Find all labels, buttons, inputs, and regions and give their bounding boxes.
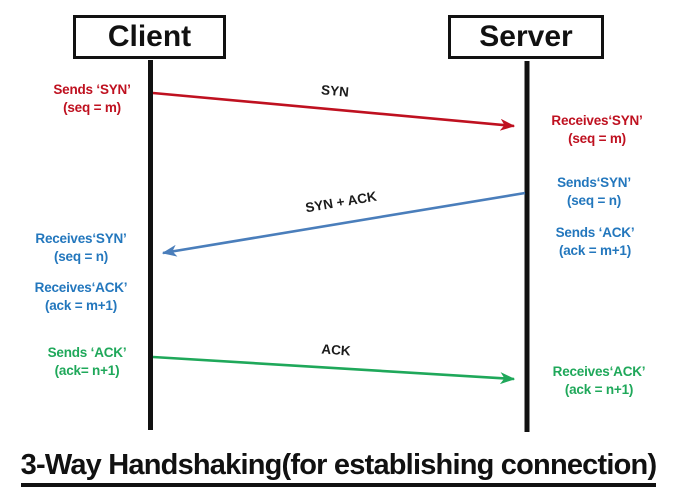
note-line: Receives‘ACK’: [34, 280, 128, 295]
server-receives-ack-note: Receives‘ACK’ (ack = n+1): [538, 363, 660, 398]
note-line: (seq = m): [63, 100, 121, 115]
server-actor-box: Server: [448, 15, 604, 59]
note-line: (seq = m): [568, 131, 626, 146]
syn-arrow-label: SYN: [320, 82, 350, 100]
note-line: Sends ‘ACK’: [555, 225, 635, 240]
note-line: Sends‘SYN’: [557, 175, 631, 190]
note-line: Sends ‘ACK’: [47, 345, 127, 360]
server-receives-syn-note: Receives‘SYN’ (seq = m): [536, 112, 658, 147]
client-actor-label: Client: [107, 20, 192, 53]
client-receives-syn-note: Receives‘SYN’ (seq = n): [22, 230, 140, 265]
note-line: Receives‘SYN’: [551, 113, 643, 128]
note-line: (ack = n+1): [564, 382, 634, 397]
server-actor-label: Server: [479, 20, 573, 53]
diagram-title-text: 3-Way Handshaking(for establishing conne…: [20, 449, 657, 487]
note-line: (seq = n): [53, 249, 109, 264]
ack-arrow-label: ACK: [320, 341, 352, 359]
note-line: (ack = m+1): [44, 298, 118, 313]
diagram-title: 3-Way Handshaking(for establishing conne…: [0, 449, 677, 487]
server-sends-syn-note: Sends‘SYN’ (seq = n): [538, 174, 650, 209]
syn-arrow: [152, 91, 516, 131]
server-sends-ack-note: Sends ‘ACK’ (ack = m+1): [535, 224, 655, 259]
client-receives-ack-note: Receives‘ACK’ (ack = m+1): [20, 279, 142, 314]
client-sends-syn-note: Sends ‘SYN’ (seq = m): [36, 81, 148, 116]
client-actor-box: Client: [73, 15, 226, 59]
note-line: Receives‘ACK’: [552, 364, 646, 379]
client-sends-ack-note: Sends ‘ACK’ (ack= n+1): [31, 344, 143, 379]
note-line: Receives‘SYN’: [35, 231, 127, 246]
syn-ack-arrow: [161, 191, 526, 257]
ack-arrow: [152, 355, 516, 385]
note-line: (seq = n): [566, 193, 622, 208]
note-line: Sends ‘SYN’: [53, 82, 131, 97]
note-line: (ack= n+1): [54, 363, 120, 378]
note-line: (ack = m+1): [558, 243, 632, 258]
